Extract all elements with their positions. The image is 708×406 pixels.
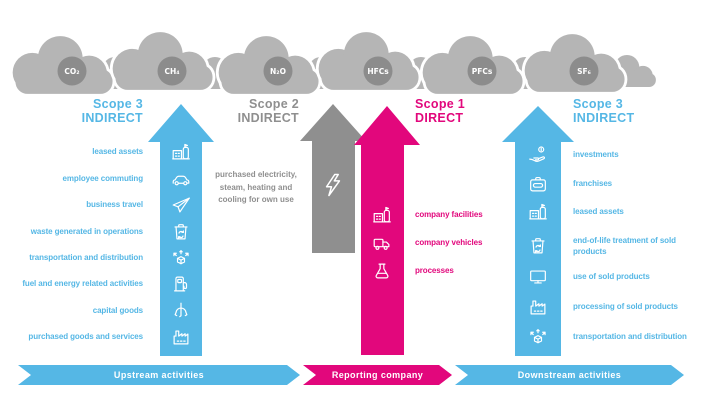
cloud-pfcs: PFCs bbox=[419, 33, 556, 97]
gas-label-sf6: SF₆ bbox=[577, 67, 591, 76]
scope2-header: Scope 2 INDIRECT bbox=[237, 97, 299, 125]
scope-title: Scope 2 bbox=[248, 97, 299, 111]
scope-title: Scope 3 bbox=[92, 97, 143, 111]
lightning-icon bbox=[319, 170, 347, 200]
factory-icon bbox=[170, 326, 192, 348]
label-transportation-distribution-up: transportation and distribution bbox=[29, 253, 143, 262]
label-processing-sold-products: processing of sold products bbox=[573, 302, 678, 311]
scope1-arrow bbox=[354, 106, 420, 355]
scope-subtitle: INDIRECT bbox=[573, 110, 635, 125]
label-employee-commuting: employee commuting bbox=[62, 174, 144, 183]
gas-label-co2: CO₂ bbox=[64, 67, 79, 76]
label-end-of-life: end-of-life treatment of sold products bbox=[573, 236, 676, 256]
label-franchises: franchises bbox=[573, 179, 613, 188]
gas-circle bbox=[57, 56, 87, 86]
label-leased-assets: leased assets bbox=[92, 147, 143, 156]
cube-arrows-icon bbox=[170, 247, 192, 269]
hand-coin-icon bbox=[527, 144, 549, 166]
cube-arrows-icon bbox=[527, 326, 549, 348]
label-fuel-energy: fuel and energy related activities bbox=[22, 279, 143, 288]
label-processes: processes bbox=[415, 266, 454, 275]
scope-subtitle: INDIRECT bbox=[81, 110, 143, 125]
cloud-sf6: SF₆ bbox=[521, 31, 658, 95]
trash-recycle-icon bbox=[527, 235, 549, 257]
banner-reporting-label: Reporting company bbox=[331, 370, 424, 380]
trash-recycle-icon bbox=[170, 221, 192, 243]
gas-circle bbox=[157, 56, 187, 86]
gas-label-ch4: CH₄ bbox=[164, 67, 179, 76]
label-company-facilities: company facilities bbox=[415, 210, 483, 219]
flask-icon bbox=[371, 260, 393, 282]
building-icon bbox=[371, 204, 393, 226]
scope-title: Scope 3 bbox=[573, 97, 624, 111]
gas-circle bbox=[467, 56, 497, 86]
scope3-upstream-header: Scope 3 INDIRECT bbox=[81, 97, 143, 125]
label-business-travel: business travel bbox=[86, 200, 143, 209]
label-investments: investments bbox=[573, 150, 619, 159]
monitor-icon bbox=[527, 266, 549, 288]
label-purchased-goods: purchased goods and services bbox=[28, 332, 143, 341]
factory-icon bbox=[527, 296, 549, 318]
gas-label-n2o: N₂O bbox=[270, 67, 286, 76]
building-icon bbox=[527, 201, 549, 223]
airplane-icon bbox=[170, 194, 192, 216]
gas-circle bbox=[263, 56, 293, 86]
crane-claw-icon bbox=[170, 300, 192, 322]
scope-subtitle: INDIRECT bbox=[237, 110, 299, 125]
scope2-description: purchased electricity, steam, heating an… bbox=[215, 170, 297, 204]
gas-label-hfcs: HFCs bbox=[367, 67, 389, 76]
ghg-clouds: CO₂ CH₄ N₂O HFCs PFCs bbox=[9, 29, 658, 97]
label-leased-assets-down: leased assets bbox=[573, 207, 624, 216]
gas-label-pfcs: PFCs bbox=[472, 67, 493, 76]
banner-upstream: Upstream activities bbox=[18, 365, 300, 385]
fuel-pump-icon bbox=[170, 273, 192, 295]
scope-title: Scope 1 bbox=[415, 97, 466, 111]
cloud-n2o: N₂O bbox=[215, 33, 352, 97]
banner-upstream-label: Upstream activities bbox=[113, 370, 205, 380]
label-capital-goods: capital goods bbox=[92, 306, 143, 315]
scope-subtitle: DIRECT bbox=[415, 110, 464, 125]
building-icon bbox=[170, 141, 192, 163]
banner-reporting-company: Reporting company bbox=[303, 365, 452, 385]
truck-icon bbox=[371, 232, 393, 254]
gas-circle bbox=[569, 56, 599, 86]
cloud-co2: CO₂ bbox=[9, 33, 146, 97]
car-icon bbox=[170, 168, 192, 190]
label-waste-generated: waste generated in operations bbox=[30, 227, 143, 236]
gas-circle bbox=[363, 56, 393, 86]
label-use-of-sold-products: use of sold products bbox=[573, 272, 650, 281]
label-company-vehicles: company vehicles bbox=[415, 238, 483, 247]
label-transportation-distribution-down: transportation and distribution bbox=[573, 332, 687, 341]
cloud-hfcs: HFCs bbox=[315, 29, 452, 93]
banner-downstream: Downstream activities bbox=[455, 365, 684, 385]
briefcase-icon bbox=[527, 173, 549, 195]
scope3-downstream-header: Scope 3 INDIRECT bbox=[573, 97, 635, 125]
banner-downstream-label: Downstream activities bbox=[517, 370, 622, 380]
scope1-header: Scope 1 DIRECT bbox=[415, 97, 466, 125]
cloud-ch4: CH₄ bbox=[109, 29, 246, 93]
